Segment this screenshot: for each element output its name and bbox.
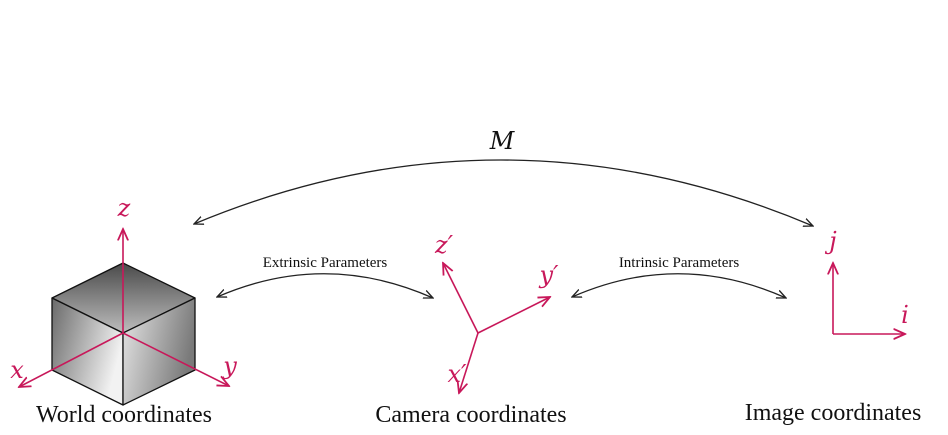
image-caption: Image coordinates [745,400,922,426]
overall-label: M [489,127,516,155]
camera-x-label: x′ [448,360,468,388]
world-axes [19,229,229,387]
camera-z-axis [443,263,479,334]
world-caption: World coordinates [36,402,212,428]
camera-axes [443,263,550,393]
world-y-label: y [222,352,237,380]
world-y-axis [122,332,229,386]
intrinsic-label: Intrinsic Parameters [619,255,740,271]
camera-y-axis [477,297,550,334]
world-z-label: z [117,194,131,222]
image-j-label: j [824,227,837,255]
camera-caption: Camera coordinates [375,402,566,428]
extrinsic-label: Extrinsic Parameters [263,255,388,271]
camera-y-label: y′ [538,261,559,289]
camera-x-axis [459,332,479,393]
intrinsic-arrow [572,273,786,298]
image-i-label: i [901,301,909,329]
image-axes [833,263,905,334]
world-x-label: x [10,356,24,384]
world-x-axis [19,332,124,387]
overall-arrow [194,159,813,226]
extrinsic-arrow [217,273,433,298]
camera-z-label: z′ [434,231,454,259]
